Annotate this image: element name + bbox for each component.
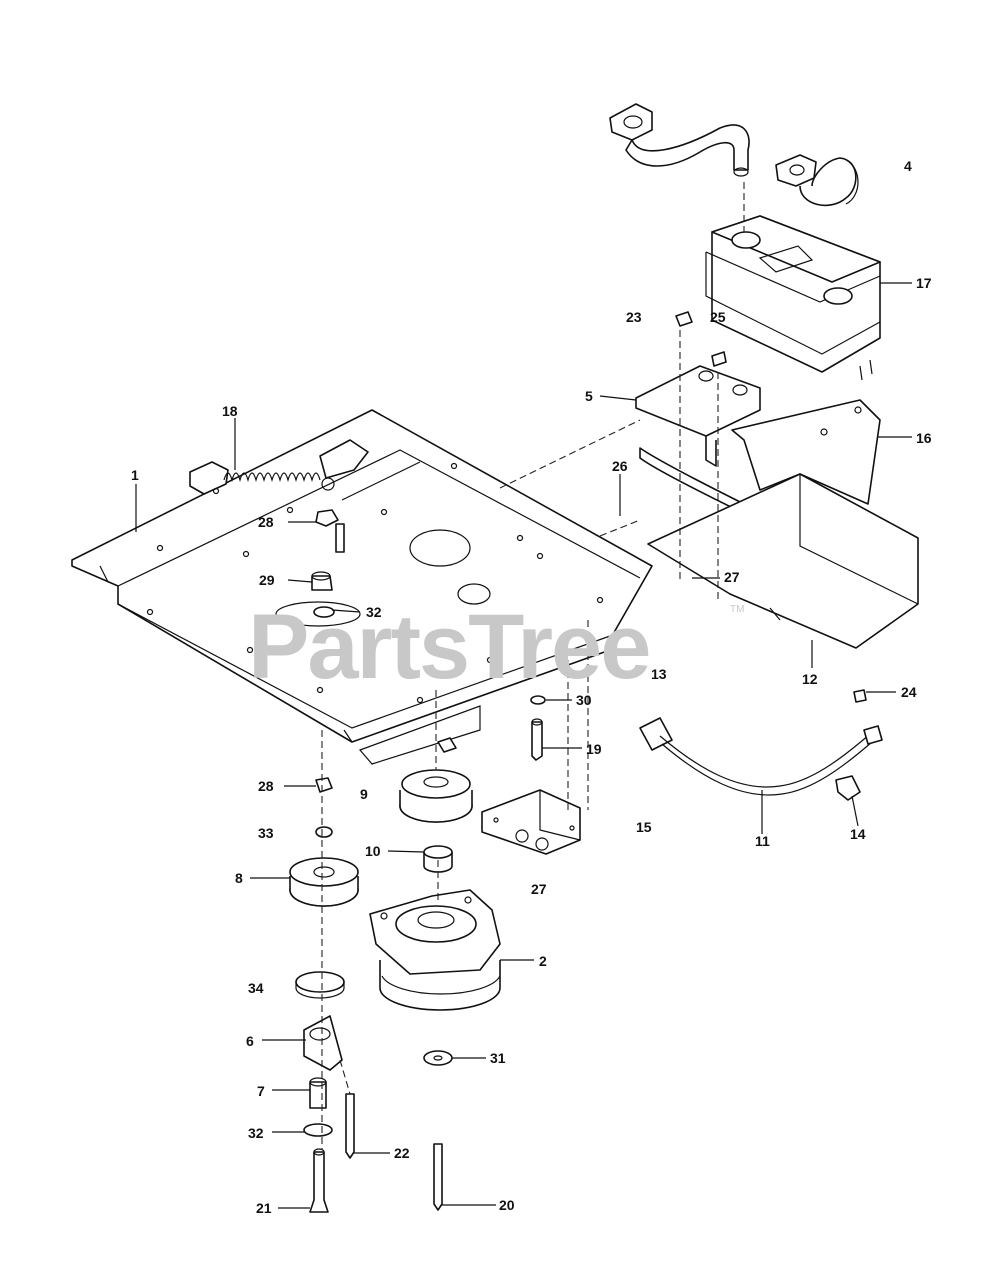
idler-arm-6-part[interactable] bbox=[303, 1015, 343, 1071]
callout-29[interactable]: 29 bbox=[259, 572, 275, 588]
heat-shield-part[interactable] bbox=[731, 399, 881, 505]
washer-33-part[interactable] bbox=[315, 826, 333, 838]
deflector-part[interactable] bbox=[639, 447, 919, 649]
callout-28-upper[interactable]: 28 bbox=[258, 514, 274, 530]
callout-27-upper[interactable]: 27 bbox=[724, 569, 740, 585]
nut-under-plate-part[interactable] bbox=[437, 737, 457, 753]
callout-18[interactable]: 18 bbox=[222, 403, 238, 419]
callout-33[interactable]: 33 bbox=[258, 825, 274, 841]
fitting-24-part[interactable] bbox=[853, 689, 867, 703]
callout-11[interactable]: 11 bbox=[755, 833, 770, 849]
hose-clamp-14-part[interactable] bbox=[835, 775, 861, 801]
callout-23[interactable]: 23 bbox=[626, 309, 642, 325]
frame-plate-part[interactable] bbox=[71, 409, 653, 765]
callout-2[interactable]: 2 bbox=[539, 953, 547, 969]
callout-34[interactable]: 34 bbox=[248, 980, 264, 996]
bolt-25-part[interactable] bbox=[711, 351, 727, 367]
spacer-29-part[interactable] bbox=[311, 571, 333, 591]
callout-20[interactable]: 20 bbox=[499, 1197, 515, 1213]
callout-10[interactable]: 10 bbox=[365, 843, 381, 859]
pin-on-plate-part[interactable] bbox=[335, 523, 345, 553]
callout-13[interactable]: 13 bbox=[651, 666, 667, 682]
pto-clutch-part[interactable] bbox=[369, 889, 501, 1011]
muffler-bracket-part[interactable] bbox=[635, 365, 761, 467]
nut-28-upper-part[interactable] bbox=[315, 509, 339, 527]
washer-34-part[interactable] bbox=[295, 971, 345, 999]
callout-17[interactable]: 17 bbox=[916, 275, 932, 291]
callout-22[interactable]: 22 bbox=[394, 1145, 410, 1161]
callout-21[interactable]: 21 bbox=[256, 1200, 272, 1216]
fuel-line-part[interactable] bbox=[639, 717, 883, 796]
callout-numbers: 4 17 23 25 5 16 18 1 26 28 27 29 32 12 1… bbox=[131, 158, 932, 1216]
callout-25[interactable]: 25 bbox=[710, 309, 726, 325]
callout-27-lower[interactable]: 27 bbox=[531, 881, 547, 897]
pin-20-part[interactable] bbox=[433, 1143, 443, 1211]
washer-31-part[interactable] bbox=[423, 1050, 453, 1066]
callout-7[interactable]: 7 bbox=[257, 1083, 265, 1099]
watermark-text: PartsTree bbox=[248, 596, 649, 698]
callout-5[interactable]: 5 bbox=[585, 388, 593, 404]
callout-30[interactable]: 30 bbox=[576, 692, 592, 708]
assembly-lines bbox=[321, 182, 745, 1150]
spacer-10-part[interactable] bbox=[423, 845, 453, 873]
exhaust-flange-part[interactable] bbox=[775, 154, 859, 207]
washer-32-upper-part[interactable] bbox=[313, 606, 335, 618]
watermark-tm: TM bbox=[730, 604, 744, 615]
spring-part[interactable] bbox=[223, 472, 335, 491]
callout-6[interactable]: 6 bbox=[246, 1033, 254, 1049]
callout-8[interactable]: 8 bbox=[235, 870, 243, 886]
leader-lines bbox=[135, 282, 912, 1209]
pin-22-part[interactable] bbox=[345, 1093, 355, 1159]
callout-24[interactable]: 24 bbox=[901, 684, 917, 700]
bolt-21-part[interactable] bbox=[309, 1148, 329, 1213]
callout-15[interactable]: 15 bbox=[636, 819, 652, 835]
nut-28-lower-part[interactable] bbox=[315, 777, 333, 793]
callout-14[interactable]: 14 bbox=[850, 826, 866, 842]
exhaust-pipe-part[interactable] bbox=[609, 103, 750, 177]
callout-32-lower[interactable]: 32 bbox=[248, 1125, 264, 1141]
callout-9[interactable]: 9 bbox=[360, 786, 368, 802]
callout-12[interactable]: 12 bbox=[802, 671, 818, 687]
nut-30-part[interactable] bbox=[530, 695, 546, 705]
callout-19[interactable]: 19 bbox=[586, 741, 602, 757]
callout-31[interactable]: 31 bbox=[490, 1050, 506, 1066]
callout-16[interactable]: 16 bbox=[916, 430, 932, 446]
idler-pulley-8-part[interactable] bbox=[289, 857, 359, 907]
callout-1[interactable]: 1 bbox=[131, 467, 139, 483]
clutch-bracket-part[interactable] bbox=[481, 789, 581, 855]
idler-pulley-9-part[interactable] bbox=[399, 769, 473, 823]
muffler-part[interactable] bbox=[705, 215, 881, 381]
callout-28-lower[interactable]: 28 bbox=[258, 778, 274, 794]
callout-32-upper[interactable]: 32 bbox=[366, 604, 382, 620]
callout-4[interactable]: 4 bbox=[904, 158, 912, 174]
washer-32-lower-part[interactable] bbox=[303, 1123, 333, 1137]
bolt-19-part[interactable] bbox=[531, 718, 543, 761]
callout-26[interactable]: 26 bbox=[612, 458, 628, 474]
bolt-23-part[interactable] bbox=[675, 311, 693, 327]
bushing-7-part[interactable] bbox=[309, 1077, 327, 1109]
